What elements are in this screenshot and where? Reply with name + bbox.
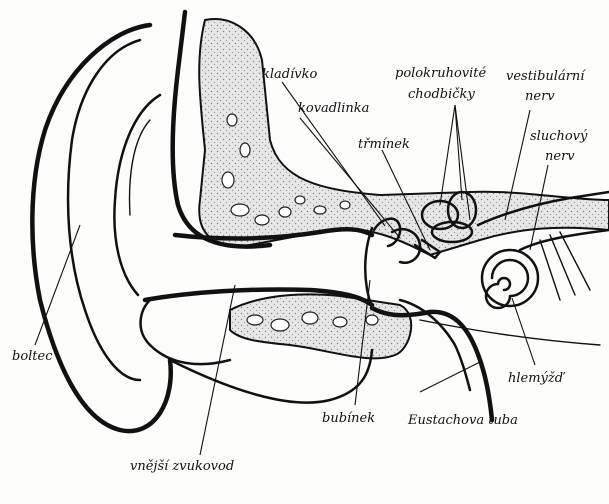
label-hlemyzd: hlemýžď — [508, 371, 566, 386]
pinna-outer — [32, 25, 170, 431]
label-kovadlinka: kovadlinka — [298, 101, 369, 116]
label-kladivko: kladívko — [262, 67, 317, 82]
tragus — [141, 300, 230, 364]
label-sluchovy: sluchový — [530, 129, 588, 144]
nerve-bundle — [540, 232, 590, 300]
pinna-antihelix — [114, 95, 160, 295]
label-vnejsi-zvukovod: vnější zvukovod — [130, 459, 234, 474]
leader-lines — [35, 82, 548, 455]
label-vestibularni: vestibulární — [506, 69, 586, 84]
temporal-bone-lower — [230, 294, 411, 358]
label-trminek: třmínek — [358, 137, 410, 152]
label-chodbicky: chodbičky — [408, 87, 475, 102]
cochlea — [482, 250, 538, 308]
label-bubinek: bubínek — [322, 411, 375, 426]
label-polokruhovite: polokruhovité — [395, 66, 487, 81]
label-boltec: boltec — [12, 349, 53, 364]
skull-lower-contour — [170, 350, 372, 403]
label-sluchovy-nerv: nerv — [545, 149, 575, 164]
pinna-antihelix-inner — [130, 120, 150, 215]
label-vestibularni-nerv: nerv — [525, 89, 555, 104]
label-eustachova-tuba: Eustachova tuba — [407, 413, 518, 428]
